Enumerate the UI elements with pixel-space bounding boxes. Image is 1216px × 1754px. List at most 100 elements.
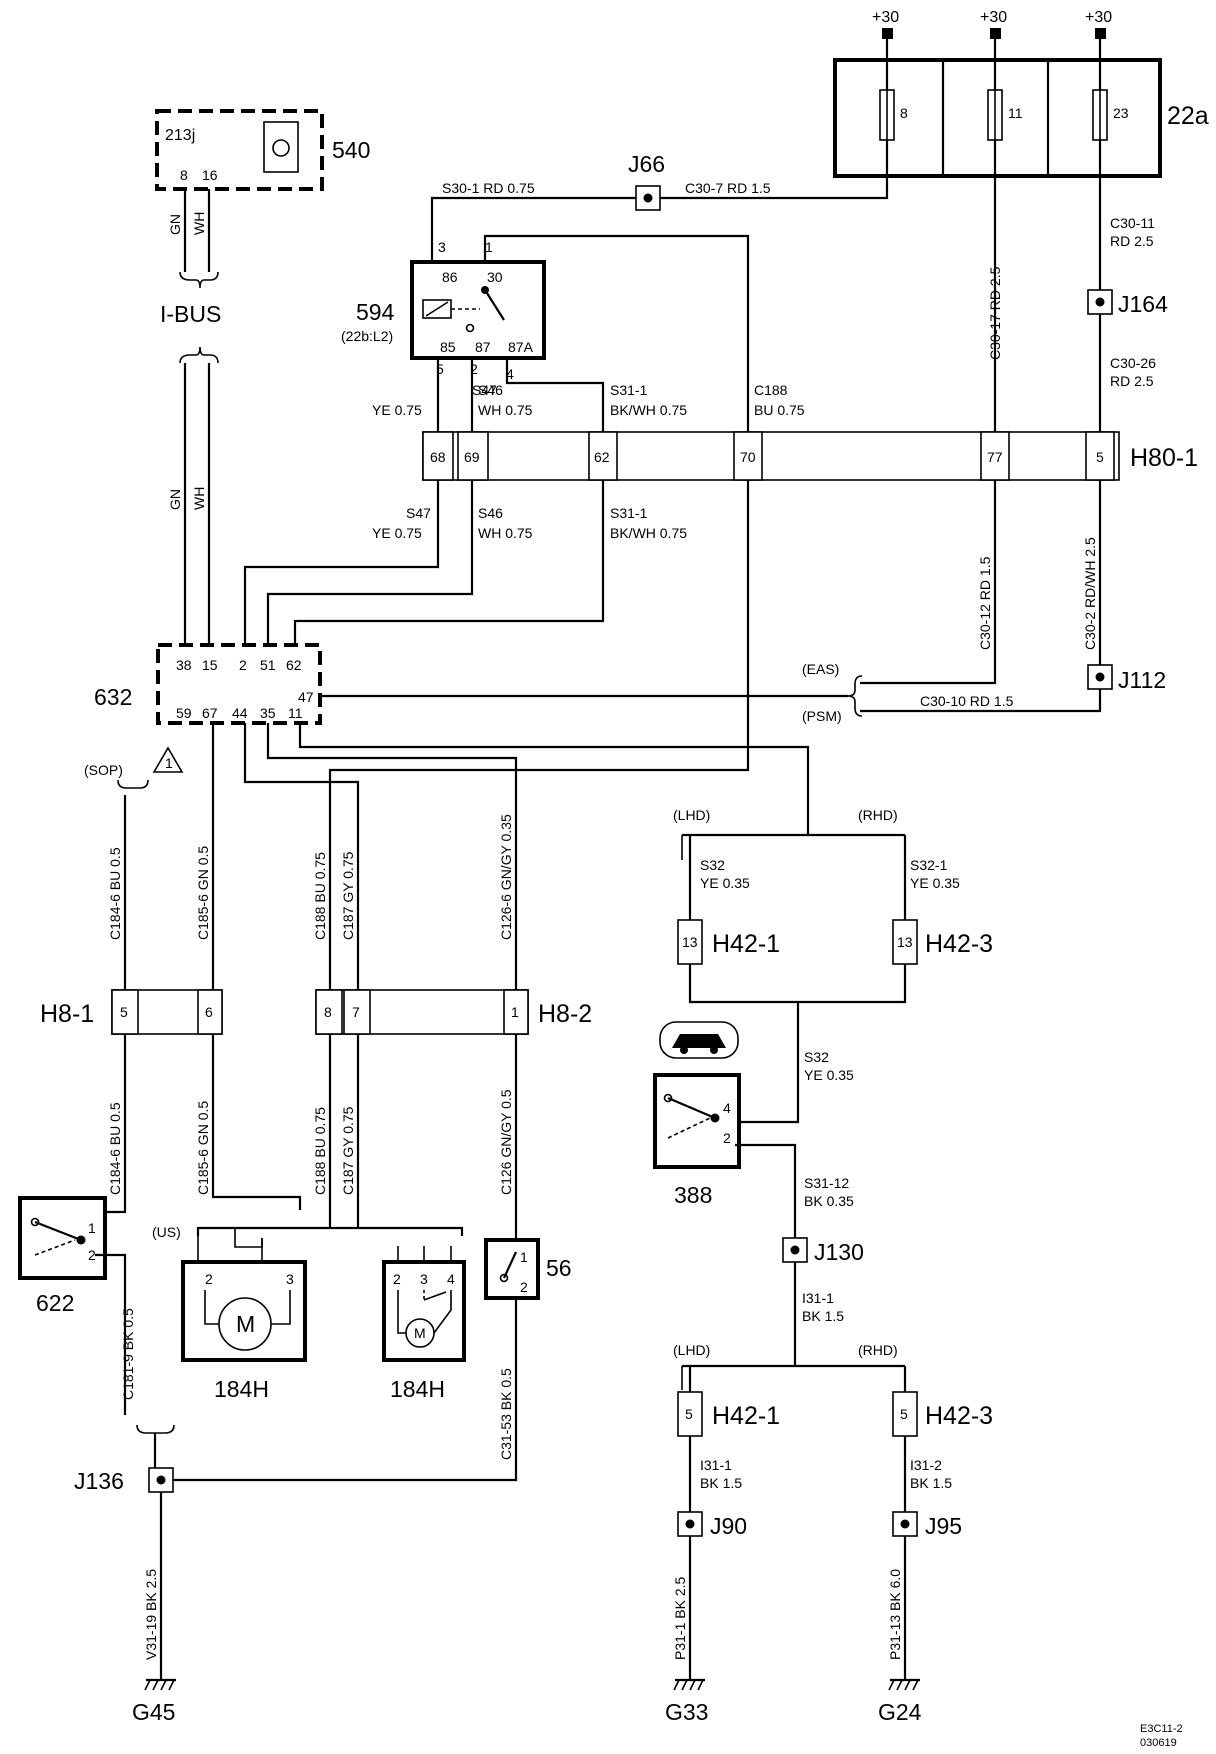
ecu-pin-38: 38 bbox=[176, 657, 192, 673]
ground-g45-icon bbox=[144, 1678, 176, 1691]
h8-2-pin-7: 7 bbox=[352, 1004, 360, 1020]
wire-c181-9 bbox=[95, 1253, 127, 1415]
connector-h42-1-lower-label: H42-1 bbox=[712, 1402, 780, 1430]
h42-1-lower-pin: 5 bbox=[685, 1406, 693, 1422]
wire-label-c184-6-dn: C184-6 BU 0.5 bbox=[107, 1102, 123, 1195]
wire-label-v31-19: V31-19 BK 2.5 bbox=[143, 1569, 159, 1660]
alarm-sensor-icon bbox=[263, 121, 299, 173]
tag-rhd-lower: (RHD) bbox=[858, 1342, 898, 1358]
ecu-632-frame bbox=[156, 643, 322, 725]
wire-label-s31-1-lower: S31-1 bbox=[610, 505, 648, 521]
switch-622-pin-2: 2 bbox=[88, 1247, 96, 1263]
motor-184h-b-label: 184H bbox=[390, 1376, 445, 1402]
tag-eas: (EAS) bbox=[802, 661, 839, 677]
plus30-label-1: +30 bbox=[872, 9, 899, 26]
wire-s32-to-388 bbox=[725, 1002, 800, 1124]
wire-label-i31-1-mid-spec: BK 1.5 bbox=[802, 1308, 844, 1324]
motor-184h-a: 2 3 M 184H bbox=[181, 1236, 307, 1402]
tag-us: (US) bbox=[152, 1224, 181, 1240]
wire-s31-1 bbox=[293, 480, 605, 645]
h42-3-lower-pin: 5 bbox=[900, 1406, 908, 1422]
switch-622-label: 622 bbox=[36, 1290, 74, 1316]
car-badge-icon bbox=[659, 1021, 739, 1059]
wire-label-s31-1-lower-spec: BK/WH 0.75 bbox=[610, 525, 687, 541]
wire-label-c30-11: C30-11 bbox=[1110, 215, 1155, 231]
plus30-label-2: +30 bbox=[980, 9, 1007, 26]
plus30-terminal-2 bbox=[990, 28, 1001, 39]
wire-label-i31-2: I31-2 bbox=[910, 1457, 942, 1473]
wire-c126-6 bbox=[266, 723, 518, 990]
wire-label-i31-1-mid: I31-1 bbox=[802, 1290, 834, 1306]
switch-56-frame bbox=[484, 1238, 540, 1300]
component-540-label: 540 bbox=[332, 137, 370, 163]
switch-56: 1 2 56 bbox=[484, 1238, 572, 1300]
switch-622-contact bbox=[34, 1220, 82, 1242]
relay-pin-30: 30 bbox=[487, 269, 503, 285]
motor-b-pin-2: 2 bbox=[393, 1271, 401, 1287]
junction-j66-label: J66 bbox=[628, 151, 665, 177]
connector-h80-1: 68 69 62 70 77 5 H80-1 bbox=[422, 431, 1198, 481]
wire-label-s47-lower: S47 bbox=[406, 505, 431, 521]
fuse-label-8: 8 bbox=[900, 105, 908, 121]
ecu-632: 38 15 2 51 62 47 59 67 44 35 11 632 bbox=[94, 643, 322, 725]
motor-b-symbol: M bbox=[414, 1325, 426, 1341]
sop-brace bbox=[117, 779, 149, 789]
wire-label-s32-1-spec: YE 0.35 bbox=[910, 875, 960, 891]
switch-388-pin-4: 4 bbox=[723, 1100, 731, 1116]
ground-g24-icon bbox=[888, 1678, 920, 1691]
ground-g33-icon bbox=[673, 1678, 705, 1691]
fuse-label-11: 11 bbox=[1008, 105, 1023, 121]
wire-label-s47: S47 bbox=[472, 382, 497, 398]
tag-warning: 1 bbox=[165, 755, 173, 771]
relay-594-ref: (22b:L2) bbox=[341, 328, 393, 344]
ground-g45-label: G45 bbox=[132, 1699, 175, 1725]
junction-j130-label: J130 bbox=[814, 1239, 864, 1265]
wire-c30-10 bbox=[860, 689, 1102, 713]
ecu-pin-15: 15 bbox=[202, 657, 218, 673]
wire-label-s30-1: S30-1 RD 0.75 bbox=[442, 180, 535, 196]
ibus-label: I-BUS bbox=[160, 301, 221, 327]
wire-label-c188: C188 bbox=[754, 382, 788, 398]
h8-1-pin-6: 6 bbox=[205, 1004, 213, 1020]
wire-label-i31-1-lower: I31-1 bbox=[700, 1457, 732, 1473]
option-brace bbox=[847, 675, 863, 717]
wire-label-c187-up: C187 GY 0.75 bbox=[340, 851, 356, 940]
wire-wh-top: WH bbox=[191, 212, 207, 235]
junction-j90 bbox=[677, 1511, 703, 1537]
wire-c188 bbox=[328, 480, 750, 990]
ecu-pin-2: 2 bbox=[239, 657, 247, 673]
wire-label-c30-17: C30-17 RD 2.5 bbox=[987, 266, 1003, 360]
wire-s47 bbox=[243, 480, 440, 645]
wire-c30-7 bbox=[660, 140, 889, 200]
connector-h8-1-label: H8-1 bbox=[40, 1000, 94, 1028]
component-540-pin-8: 8 bbox=[180, 167, 188, 183]
wire-wh-bottom: WH bbox=[191, 487, 207, 510]
wire-label-c30-7: C30-7 RD 1.5 bbox=[685, 180, 771, 196]
relay-pin-2: 2 bbox=[470, 361, 478, 377]
tag-psm: (PSM) bbox=[802, 708, 842, 724]
ecu-pin-11: 11 bbox=[288, 705, 303, 721]
ecu-pin-59: 59 bbox=[176, 705, 192, 721]
diagram-date: 030619 bbox=[1140, 1737, 1177, 1749]
wire-label-c188-spec: BU 0.75 bbox=[754, 402, 805, 418]
wire-label-c30-12: C30-12 RD 1.5 bbox=[977, 556, 993, 650]
component-540-frame bbox=[155, 109, 324, 191]
wire-label-p31-1: P31-1 BK 2.5 bbox=[672, 1577, 688, 1660]
wire-label-s32-lhd: S32 bbox=[700, 857, 725, 873]
switch-56-pin-1: 1 bbox=[520, 1249, 528, 1265]
motor-a-symbol: M bbox=[236, 1311, 255, 1337]
junction-j136-label: J136 bbox=[74, 1468, 124, 1494]
junction-j164-label: J164 bbox=[1118, 291, 1168, 317]
ecu-pin-62: 62 bbox=[286, 657, 302, 673]
wire-label-s31-12-spec: BK 0.35 bbox=[804, 1193, 854, 1209]
wire-label-c185-6-dn: C185-6 GN 0.5 bbox=[195, 1101, 211, 1195]
relay-pin-86: 86 bbox=[442, 269, 458, 285]
junction-j112-label: J112 bbox=[1118, 667, 1166, 693]
h42-3-upper-pin: 13 bbox=[897, 934, 913, 950]
wire-label-s47-spec: YE 0.75 bbox=[372, 402, 422, 418]
h42-1-upper-pin: 13 bbox=[682, 934, 698, 950]
motor-b-pin-4: 4 bbox=[447, 1271, 455, 1287]
wire-s46 bbox=[266, 480, 474, 645]
fusebox-22a: +30 +30 +30 8 11 23 22a bbox=[833, 9, 1209, 178]
motor-b-pin-3: 3 bbox=[420, 1271, 428, 1287]
